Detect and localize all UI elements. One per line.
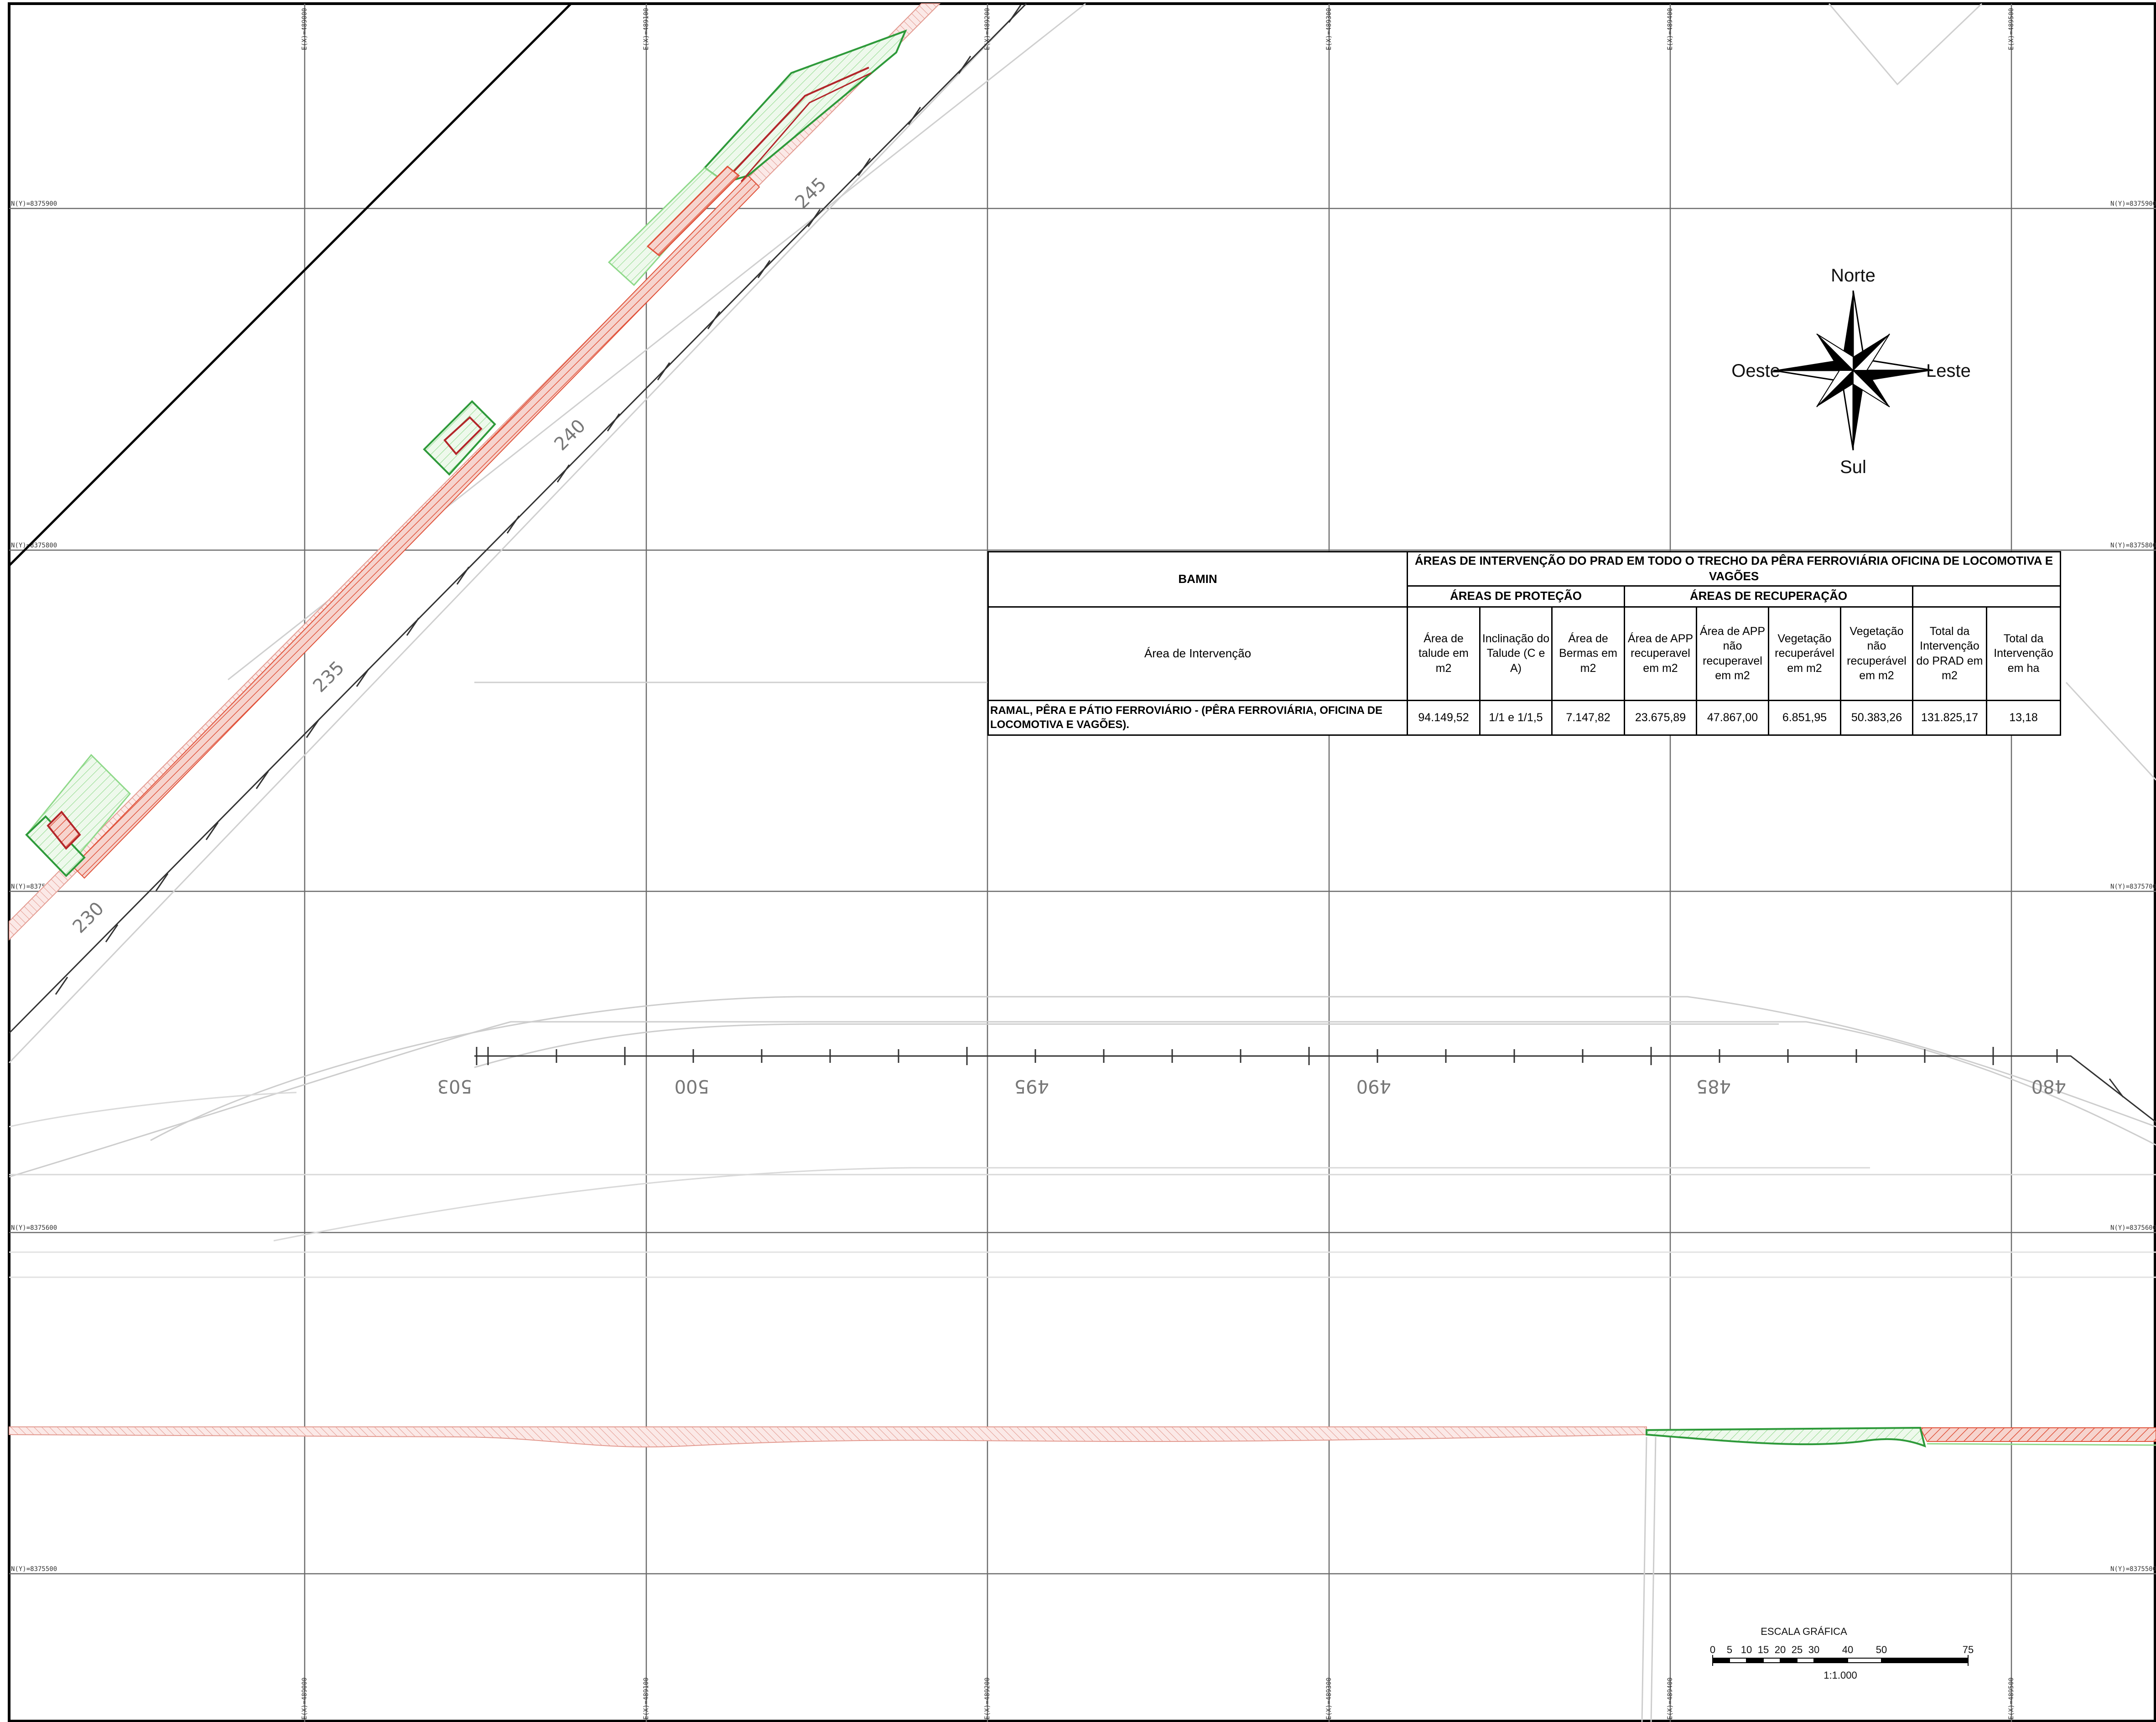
table-group-recovery: ÁREAS DE RECUPERAÇÃO bbox=[1624, 585, 1913, 608]
column-header: Vegetação não recuperável em m2 bbox=[1840, 606, 1913, 701]
svg-text:40: 40 bbox=[1842, 1644, 1853, 1655]
property-boundary-line bbox=[8, 3, 572, 567]
upper-intervention-corridor bbox=[9, 3, 941, 941]
svg-text:25: 25 bbox=[1792, 1644, 1803, 1655]
compass-north-label: Norte bbox=[1831, 265, 1875, 286]
scale-title: ESCALA GRÁFICA bbox=[1761, 1626, 1847, 1637]
table-cell: 94.149,52 bbox=[1407, 699, 1481, 736]
easting-labels-bottom: E(X)=489000 E(X)=489100 E(X)=489200 E(X)… bbox=[301, 1677, 2015, 1720]
northing-label: N(Y)=8375800 bbox=[11, 542, 57, 549]
table-row-header: Área de Intervenção bbox=[987, 606, 1408, 701]
scale-ticks: 0 5 10 15 20 25 30 40 50 75 bbox=[1710, 1644, 1974, 1655]
northing-label: N(Y)=8375600 bbox=[2110, 1224, 2156, 1232]
easting-label: E(X)=489400 bbox=[1667, 8, 1674, 50]
sheet-frame bbox=[8, 2, 2156, 1722]
column-header: Área de talude em m2 bbox=[1407, 606, 1481, 701]
easting-label: E(X)=489100 bbox=[643, 8, 650, 50]
scale-bar bbox=[1712, 1655, 1969, 1666]
easting-label: E(X)=489500 bbox=[2008, 8, 2015, 50]
easting-labels-top: E(X)=489000 E(X)=489100 E(X)=489200 E(X)… bbox=[301, 8, 2015, 50]
table-cell: 6.851,95 bbox=[1768, 699, 1841, 736]
lower-alignment-station-labels: 503 500 495 490 485 480 bbox=[437, 1076, 2066, 1097]
compass-rose: Norte Sul Leste Oeste bbox=[1731, 265, 1971, 477]
easting-label: E(X)=489000 bbox=[301, 1677, 308, 1720]
compass-east-label: Leste bbox=[1926, 361, 1971, 381]
table-row: RAMAL, PÊRA E PÁTIO FERROVIÁRIO - (PÊRA … bbox=[987, 699, 2062, 736]
svg-text:5: 5 bbox=[1727, 1644, 1732, 1655]
graphic-scale: ESCALA GRÁFICA 0 5 10 15 20 25 30 40 50 … bbox=[1710, 1626, 1974, 1681]
station-label: 495 bbox=[1014, 1076, 1049, 1097]
yard-track-lines bbox=[9, 996, 2156, 1722]
svg-text:30: 30 bbox=[1808, 1644, 1819, 1655]
station-label: 503 bbox=[437, 1076, 472, 1097]
northing-label: N(Y)=8375600 bbox=[11, 1224, 57, 1232]
easting-label: E(X)=489500 bbox=[2008, 1677, 2015, 1720]
table-cell: 1/1 e 1/1,5 bbox=[1479, 699, 1553, 736]
column-header: Total da Intervenção em ha bbox=[1985, 606, 2062, 701]
upper-alignment-station-labels: 245 240 235 230 bbox=[69, 174, 831, 938]
table-row-label: RAMAL, PÊRA E PÁTIO FERROVIÁRIO - (PÊRA … bbox=[987, 699, 1408, 736]
northing-labels-right: N(Y)=8375900 N(Y)=8375800 N(Y)=8375700 N… bbox=[2110, 200, 2156, 1573]
table-cell: 13,18 bbox=[1985, 699, 2062, 736]
table-cell: 23.675,89 bbox=[1624, 699, 1697, 736]
lower-alignment-centerline bbox=[474, 1055, 2156, 1123]
easting-label: E(X)=489300 bbox=[1325, 8, 1333, 50]
svg-text:10: 10 bbox=[1741, 1644, 1752, 1655]
svg-text:20: 20 bbox=[1775, 1644, 1786, 1655]
upper-alignment-ticks bbox=[55, 5, 1022, 995]
northing-label: N(Y)=8375900 bbox=[2110, 200, 2156, 208]
compass-west-label: Oeste bbox=[1731, 361, 1780, 381]
column-header: Total da Intervenção do PRAD em m2 bbox=[1912, 606, 1987, 701]
table-cell: 131.825,17 bbox=[1912, 699, 1987, 736]
station-label: 230 bbox=[69, 898, 109, 938]
column-header: Área de APP recuperavel em m2 bbox=[1624, 606, 1697, 701]
table-cell: 50.383,26 bbox=[1840, 699, 1913, 736]
station-label: 480 bbox=[2031, 1076, 2066, 1097]
easting-label: E(X)=489100 bbox=[643, 1677, 650, 1720]
northing-label: N(Y)=8375500 bbox=[11, 1566, 57, 1573]
northing-label: N(Y)=8375500 bbox=[2110, 1566, 2156, 1573]
table-company: BAMIN bbox=[987, 551, 1408, 608]
northing-label: N(Y)=8375700 bbox=[2110, 883, 2156, 890]
station-label: 500 bbox=[675, 1076, 709, 1097]
table-group-protection: ÁREAS DE PROTEÇÃO bbox=[1407, 585, 1625, 608]
compass-south-label: Sul bbox=[1840, 457, 1866, 477]
northing-label: N(Y)=8375800 bbox=[2110, 542, 2156, 549]
column-header: Área de APP não recuperavel em m2 bbox=[1696, 606, 1769, 701]
table-cell: 47.867,00 bbox=[1696, 699, 1769, 736]
scale-ratio: 1:1.000 bbox=[1824, 1670, 1857, 1681]
column-header: Área de Bermas em m2 bbox=[1551, 606, 1625, 701]
svg-text:0: 0 bbox=[1710, 1644, 1715, 1655]
svg-text:50: 50 bbox=[1876, 1644, 1887, 1655]
lower-alignment-ticks bbox=[476, 1047, 2124, 1098]
svg-text:75: 75 bbox=[1963, 1644, 1974, 1655]
column-header: Vegetação recuperável em m2 bbox=[1768, 606, 1841, 701]
easting-label: E(X)=489200 bbox=[984, 8, 991, 50]
station-label: 235 bbox=[309, 657, 349, 697]
table-title: ÁREAS DE INTERVENÇÃO DO PRAD EM TODO O T… bbox=[1406, 551, 2062, 587]
lower-intervention-band bbox=[9, 1426, 2156, 1448]
northing-label: N(Y)=8375900 bbox=[11, 200, 57, 208]
table-cell: 7.147,82 bbox=[1551, 699, 1625, 736]
reference-lines bbox=[8, 3, 2156, 1064]
prad-intervention-table: BAMIN ÁREAS DE INTERVENÇÃO DO PRAD EM TO… bbox=[987, 551, 2062, 736]
easting-label: E(X)=489200 bbox=[984, 1677, 991, 1720]
station-label: 485 bbox=[1696, 1076, 1731, 1097]
easting-label: E(X)=489000 bbox=[301, 8, 308, 50]
easting-label: E(X)=489400 bbox=[1667, 1677, 1674, 1720]
station-label: 490 bbox=[1356, 1076, 1391, 1097]
svg-text:15: 15 bbox=[1758, 1644, 1769, 1655]
column-header: Inclinação do Talude (C e A) bbox=[1479, 606, 1553, 701]
coordinate-grid bbox=[9, 4, 2156, 1722]
easting-label: E(X)=489300 bbox=[1325, 1677, 1333, 1720]
north-arrow-icon bbox=[1773, 290, 1933, 451]
